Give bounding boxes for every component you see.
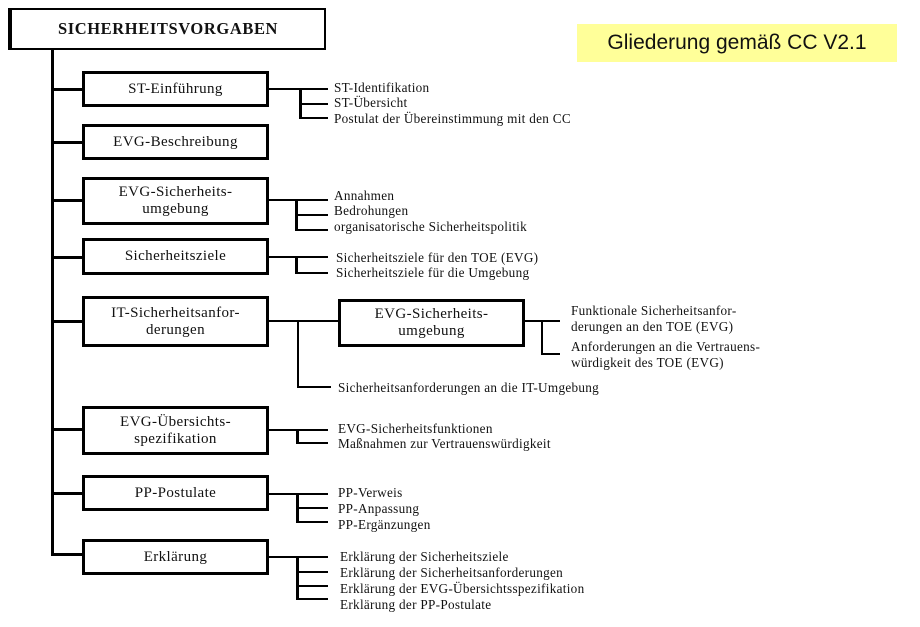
connector-line	[296, 585, 328, 587]
section-box-sicherheitsziele: Sicherheitsziele	[82, 238, 269, 275]
connector-line	[51, 428, 82, 431]
leaf-item: PP-Verweis	[338, 485, 403, 500]
bracket-line	[295, 256, 298, 274]
leaf-item: Postulat der Übereinstimmung mit den CC	[334, 111, 571, 126]
section-label: IT-Sicherheitsanfor- derungen	[111, 304, 240, 338]
leaf-item: Funktionale Sicherheitsanfor- derungen a…	[571, 303, 737, 334]
leaf-item: Anforderungen an die Vertrauens- würdigk…	[571, 339, 761, 370]
connector-line	[299, 117, 328, 119]
connector-line	[269, 256, 328, 258]
connector-line	[51, 88, 82, 91]
leaf-item: Sicherheitsziele für die Umgebung	[336, 265, 530, 280]
connector-line	[51, 492, 82, 495]
leaf-item: Erklärung der Sicherheitsziele	[340, 549, 509, 564]
connector-line	[296, 521, 328, 523]
section-box-erklaerung: Erklärung	[82, 539, 269, 575]
section-label: EVG-Sicherheits- umgebung	[118, 184, 233, 217]
leaf-item: ST-Übersicht	[334, 95, 408, 110]
connector-line	[541, 353, 560, 355]
connector-line	[51, 141, 82, 144]
section-label: ST-Einführung	[128, 80, 223, 97]
leaf-item: EVG-Sicherheitsfunktionen	[338, 421, 493, 436]
section-label: Erklärung	[143, 548, 208, 565]
sub-box-label: EVG-Sicherheits- umgebung	[374, 306, 489, 339]
root-node-sicherheitsvorgaben: SICHERHEITSVORGABEN	[8, 8, 326, 50]
main-trunk-line	[51, 50, 54, 556]
connector-line	[51, 256, 82, 259]
connector-line	[51, 553, 82, 556]
version-badge: Gliederung gemäß CC V2.1	[577, 24, 897, 62]
leaf-item: Erklärung der PP-Postulate	[340, 597, 492, 612]
leaf-item: organisatorische Sicherheitspolitik	[334, 219, 528, 234]
section-label: PP-Postulate	[134, 484, 217, 501]
connector-line	[269, 320, 338, 322]
sub-box-evg-sicherheitsumgebung: EVG-Sicherheits- umgebung	[338, 299, 525, 347]
root-title: SICHERHEITSVORGABEN	[57, 19, 279, 38]
section-label: Sicherheitsziele	[124, 248, 227, 264]
leaf-item: PP-Ergänzungen	[338, 517, 431, 532]
section-box-evg-uebersichtsspezifikation: EVG-Übersichts- spezifikation	[82, 406, 269, 455]
connector-line	[296, 571, 328, 573]
bracket-line	[297, 320, 299, 388]
connector-line	[269, 88, 328, 90]
leaf-item: Annahmen	[334, 188, 395, 203]
leaf-item: Sicherheitsanforderungen an die IT-Umgeb…	[338, 380, 600, 395]
leaf-item: Maßnahmen zur Vertrauenswürdigkeit	[338, 436, 551, 451]
section-box-st-einfuehrung: ST-Einführung	[82, 71, 269, 107]
section-box-it-sicherheitsanforderungen: IT-Sicherheitsanfor- derungen	[82, 296, 269, 347]
connector-line	[295, 214, 328, 216]
connector-line	[299, 103, 328, 105]
leaf-item: Bedrohungen	[334, 203, 409, 218]
connector-line	[295, 272, 328, 274]
connector-line	[297, 386, 331, 388]
leaf-item: Sicherheitsziele für den TOE (EVG)	[336, 250, 539, 265]
version-badge-label: Gliederung gemäß CC V2.1	[607, 31, 867, 54]
leaf-item: ST-Identifikation	[334, 80, 430, 95]
section-box-evg-sicherheitsumgebung: EVG-Sicherheits- umgebung	[82, 177, 269, 225]
connector-line	[296, 442, 328, 444]
section-box-evg-beschreibung: EVG-Beschreibung	[82, 124, 269, 160]
section-label: EVG-Übersichts- spezifikation	[120, 413, 231, 447]
bracket-line	[541, 320, 543, 355]
section-label: EVG-Beschreibung	[113, 133, 238, 150]
leaf-item: PP-Anpassung	[338, 501, 420, 516]
connector-line	[296, 507, 328, 509]
section-box-pp-postulate: PP-Postulate	[82, 475, 269, 511]
connector-line	[296, 598, 328, 600]
leaf-item: Erklärung der Sicherheitsanforderungen	[340, 565, 564, 580]
bracket-line	[296, 556, 299, 600]
leaf-item: Erklärung der EVG-Übersichtsspezifikatio…	[340, 581, 585, 596]
connector-line	[51, 199, 82, 202]
connector-line	[51, 320, 82, 323]
bracket-line	[296, 429, 299, 444]
connector-line	[269, 199, 328, 201]
connector-line	[295, 229, 328, 231]
